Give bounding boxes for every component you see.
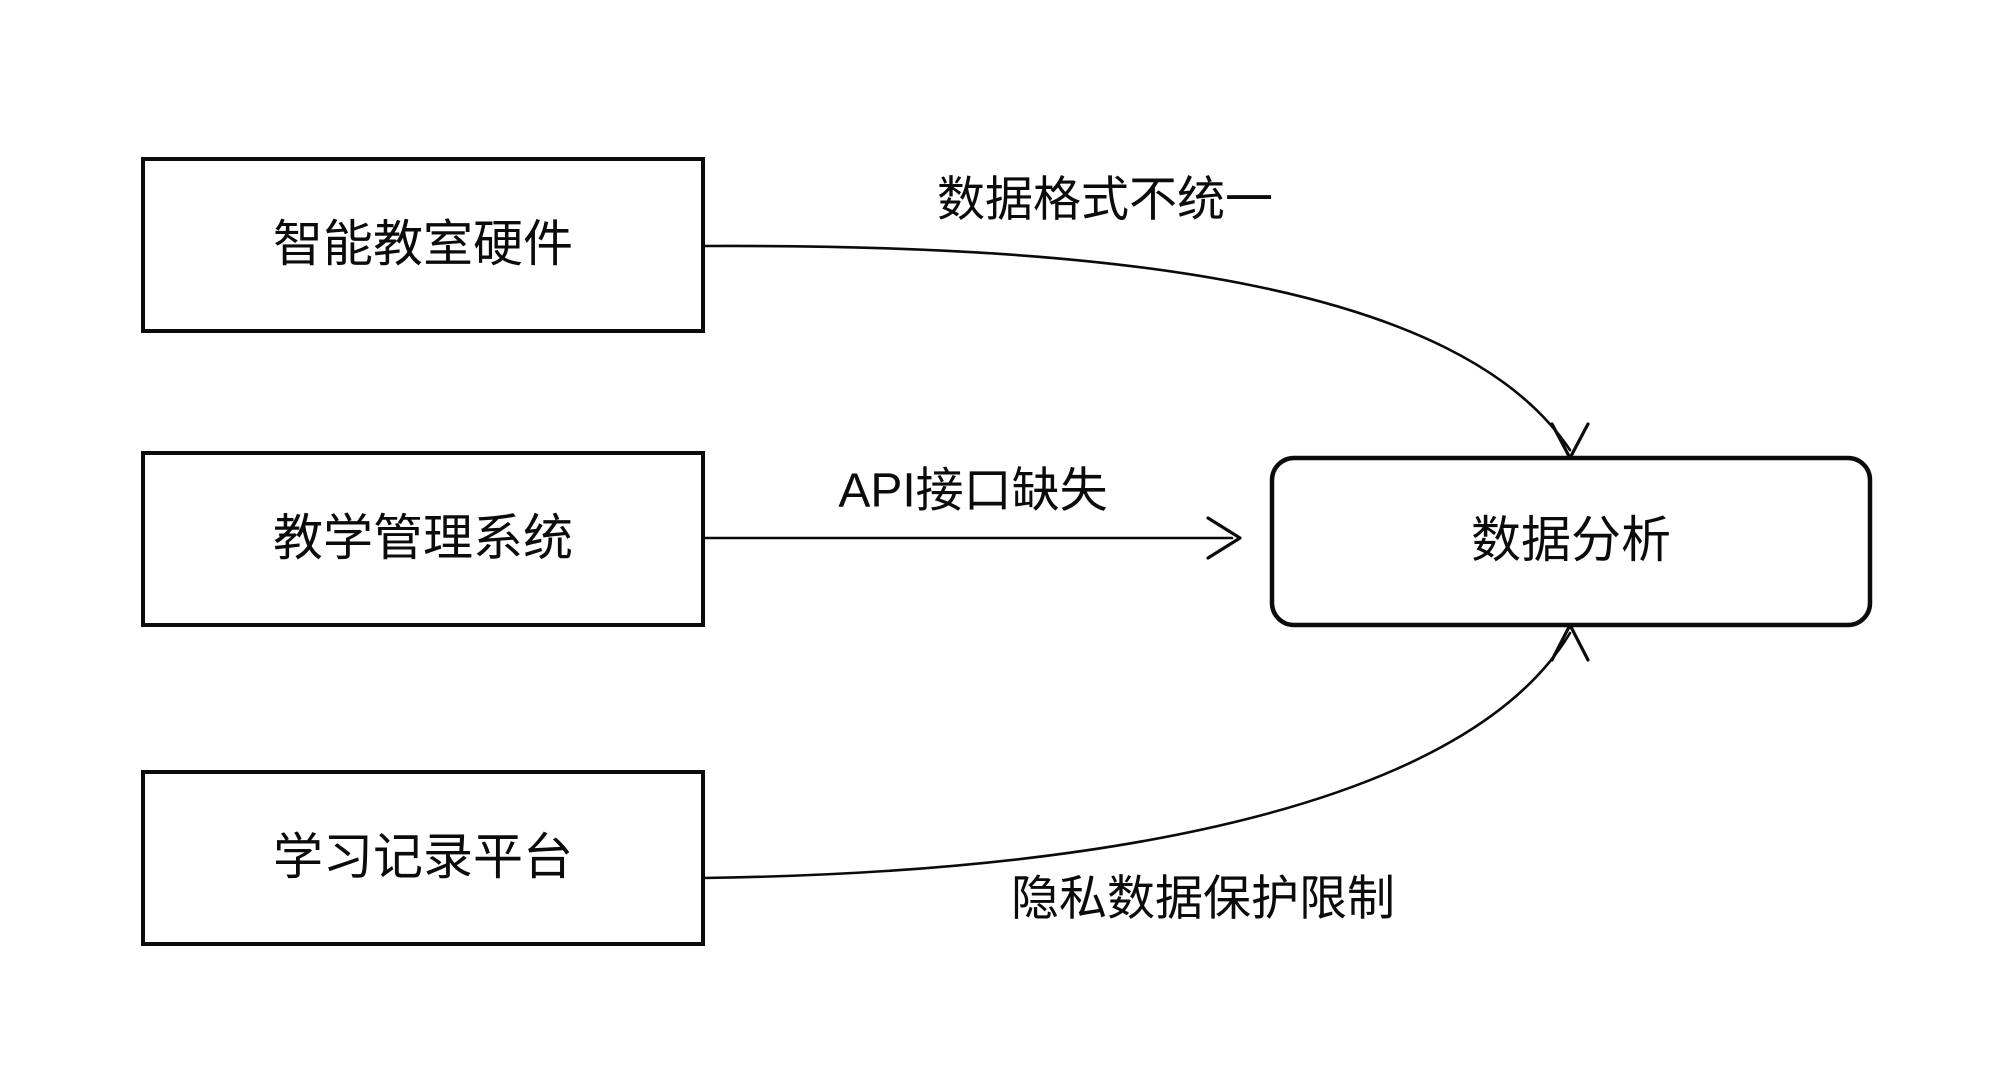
node-learning-record-platform-label: 学习记录平台: [273, 829, 573, 885]
node-learning-record-platform[interactable]: 学习记录平台: [141, 770, 705, 946]
edge-label-api-missing: API接口缺失: [838, 465, 1107, 518]
arrowhead-down-icon: [1550, 422, 1590, 460]
node-data-analysis-shape[interactable]: [1269, 455, 1873, 628]
edge-label-data-format: 数据格式不统一: [937, 174, 1273, 227]
edge-hardware-to-analysis-line: [701, 244, 1572, 452]
edge-learning-to-analysis-line: [701, 631, 1572, 880]
node-teaching-management-system[interactable]: 教学管理系统: [141, 451, 705, 627]
node-teaching-management-system-label: 教学管理系统: [273, 510, 573, 566]
node-data-analysis-label: 数据分析: [1471, 512, 1671, 568]
edge-label-privacy-limit: 隐私数据保护限制: [1011, 873, 1395, 926]
node-smart-classroom-hardware-label: 智能教室硬件: [273, 216, 573, 272]
node-data-analysis[interactable]: 数据分析: [1269, 455, 1873, 628]
edge-learning-to-analysis: 隐私数据保护限制: [701, 623, 1590, 926]
arrowhead-right-icon: [1206, 516, 1242, 560]
edge-management-to-analysis: API接口缺失: [701, 465, 1242, 560]
arrowhead-up-icon: [1550, 623, 1590, 662]
node-learning-record-platform-shape[interactable]: [141, 770, 705, 946]
edge-hardware-to-analysis: 数据格式不统一: [701, 174, 1590, 460]
node-smart-classroom-hardware-shape[interactable]: [141, 157, 705, 333]
node-teaching-management-system-shape[interactable]: [141, 451, 705, 627]
node-smart-classroom-hardware[interactable]: 智能教室硬件: [141, 157, 705, 333]
